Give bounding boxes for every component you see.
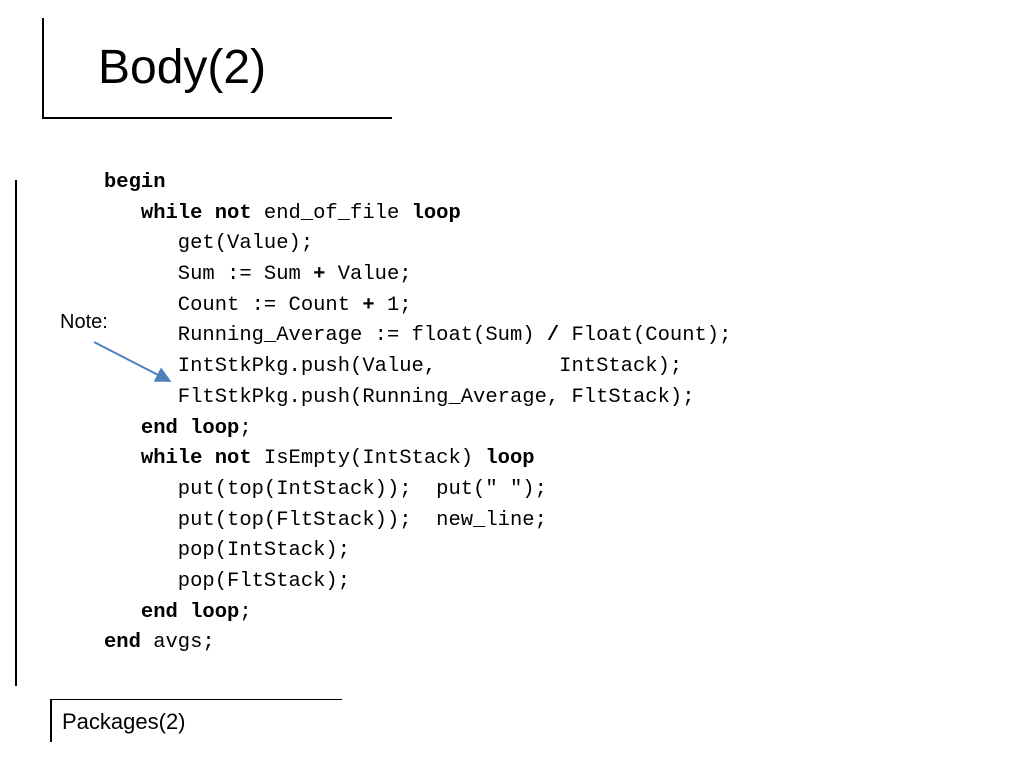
code-keyword: loop bbox=[411, 201, 461, 225]
code-line: pop(FltStack); bbox=[104, 567, 731, 598]
code-line: Count := Count + 1; bbox=[104, 291, 731, 322]
slide-title: Body(2) bbox=[98, 41, 267, 94]
code-text: 1; bbox=[374, 293, 412, 317]
code-text: pop(FltStack); bbox=[104, 569, 351, 593]
code-line: FltStkPkg.push(Running_Average, FltStack… bbox=[104, 383, 731, 414]
code-line: end loop; bbox=[104, 598, 731, 629]
code-line: put(top(IntStack)); put(" "); bbox=[104, 475, 731, 506]
code-line: end avgs; bbox=[104, 628, 731, 659]
code-text: IntStkPkg.push(Value, IntStack); bbox=[104, 355, 683, 379]
code-line: Sum := Sum + Value; bbox=[104, 260, 731, 291]
code-text bbox=[104, 202, 141, 225]
code-line: while not IsEmpty(IntStack) loop bbox=[104, 444, 731, 475]
code-line: get(Value); bbox=[104, 229, 731, 260]
code-text: put(top(IntStack)); put(" "); bbox=[104, 477, 547, 501]
code-text: ; bbox=[239, 416, 252, 440]
code-keyword: end bbox=[104, 631, 141, 655]
arrow-icon bbox=[93, 341, 172, 382]
code-text: pop(IntStack); bbox=[104, 539, 351, 563]
content-left-rule bbox=[15, 180, 17, 686]
footer-label: Packages(2) bbox=[62, 709, 186, 734]
code-listing: begin while not end_of_file loop get(Val… bbox=[104, 168, 731, 659]
code-keyword: + bbox=[362, 293, 375, 317]
code-line: begin bbox=[104, 168, 731, 199]
code-keyword: end loop bbox=[140, 416, 240, 440]
code-line: Running_Average := float(Sum) / Float(Co… bbox=[104, 321, 732, 352]
code-line: while not end_of_file loop bbox=[104, 199, 731, 230]
code-text bbox=[104, 417, 141, 440]
code-line: IntStkPkg.push(Value, IntStack); bbox=[104, 352, 731, 383]
code-text: Sum := Sum bbox=[104, 263, 314, 287]
code-keyword: / bbox=[546, 324, 560, 348]
code-text: end_of_file bbox=[251, 201, 412, 225]
title-bottom-rule bbox=[42, 117, 392, 119]
code-text: Running_Average := float(Sum) bbox=[104, 324, 547, 348]
code-text: FltStkPkg.push(Running_Average, FltStack… bbox=[104, 385, 695, 409]
code-line: end loop; bbox=[104, 414, 731, 445]
code-text: ; bbox=[239, 600, 252, 624]
code-text: Count := Count bbox=[104, 293, 363, 317]
code-keyword: begin bbox=[104, 171, 166, 194]
footer-top-rule bbox=[50, 699, 342, 700]
title-left-rule bbox=[42, 18, 44, 118]
code-keyword: + bbox=[313, 263, 326, 287]
code-text: put(top(FltStack)); new_line; bbox=[104, 508, 547, 532]
code-line: put(top(FltStack)); new_line; bbox=[104, 506, 731, 537]
code-keyword: loop bbox=[485, 447, 535, 471]
code-keyword: while not bbox=[140, 201, 252, 225]
code-line: pop(IntStack); bbox=[104, 536, 731, 567]
code-text: get(Value); bbox=[104, 232, 314, 256]
code-text: Float(Count); bbox=[559, 324, 732, 348]
code-text: Value; bbox=[325, 263, 412, 287]
note-label: Note: bbox=[60, 311, 108, 333]
code-text: IsEmpty(IntStack) bbox=[251, 447, 486, 471]
footer-left-rule bbox=[50, 700, 52, 742]
code-text: avgs; bbox=[140, 631, 215, 655]
code-keyword: end loop bbox=[140, 600, 240, 624]
code-text bbox=[104, 447, 141, 470]
code-text bbox=[104, 601, 141, 624]
code-keyword: while not bbox=[140, 447, 252, 471]
